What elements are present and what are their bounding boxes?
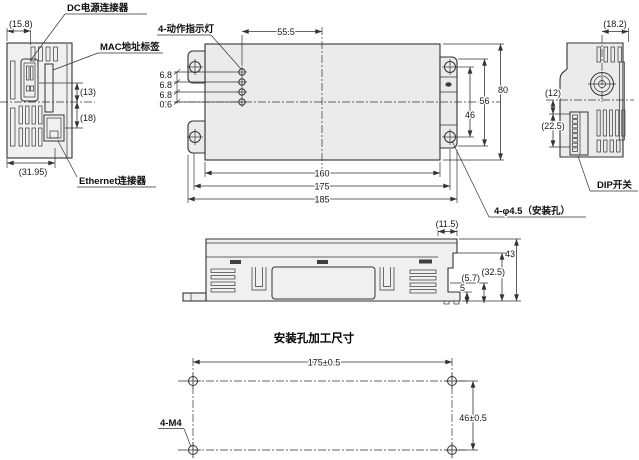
dim-18: (18) [80, 113, 96, 123]
right-view-flange-edge [619, 61, 625, 141]
bottom-view: (11.5) 43 (32.5) (5.7) 5 [182, 218, 521, 305]
right-view-top-vents [596, 46, 622, 63]
left-side-view: (15.8) (13) (18) (31.95) DC电源连接器 MAC地址标签… [0, 1, 163, 188]
dim-32-5: (32.5) [481, 267, 505, 277]
mac-label-label: MAC地址标签 [100, 41, 160, 53]
mounting-screw-bottom-right [442, 129, 458, 145]
mounting-screw-bottom-left [187, 129, 203, 145]
dim-13: (13) [80, 87, 96, 97]
dim-12: (12) [545, 88, 561, 98]
ethernet-connector [43, 114, 65, 142]
mounting-dimensions: 175±0.5 46±0.5 [192, 356, 488, 451]
mounting-hole-drawing: 安装孔加工尺寸 175±0.5 46±0.5 4-M4 [158, 331, 488, 458]
right-view-callouts: DIP开关 [577, 155, 638, 192]
mounting-hole-top-right [444, 373, 460, 389]
mounting-hole-top-left [185, 373, 201, 389]
front-view-callouts: 4-动作指示灯 4-φ4.5（安装孔） [157, 22, 586, 218]
mounting-hole-bottom-left [185, 442, 201, 458]
dip-switch-label: DIP开关 [597, 179, 632, 191]
dim-31-95: (31.95) [19, 167, 48, 177]
dim-160: 160 [314, 169, 329, 179]
dim-175-tol: 175±0.5 [308, 358, 340, 368]
bottom-slot-a [230, 260, 241, 264]
ethernet-connector-label: Ethernet连接器 [79, 175, 147, 187]
right-view-low-vents [596, 139, 621, 153]
front-led-pitch-dims: 6.8 6.8 6.8 0.6 [158, 69, 238, 111]
mac-address-label [44, 63, 54, 113]
dim-46-tol: 46±0.5 [459, 413, 486, 423]
dim-15-8: (15.8) [9, 19, 33, 29]
dim-22-5: (22.5) [541, 121, 565, 131]
right-view-dimensions: (18.2) (12) (22.5) [540, 18, 629, 148]
bottom-view-dimensions: (11.5) 43 (32.5) (5.7) 5 [434, 218, 521, 305]
dim-43: 43 [505, 249, 515, 259]
right-side-view: (18.2) (12) (22.5) DIP开关 [540, 18, 638, 192]
front-right-mounting-flange [439, 56, 458, 149]
mounting-hole-bottom-right [444, 442, 460, 458]
dc-connector-label: DC电源连接器 [67, 2, 129, 14]
dim-56: 56 [479, 96, 489, 106]
bottom-view-outline [205, 238, 461, 302]
bottom-view-clip-right [379, 267, 395, 291]
dim-11-5: (11.5) [436, 219, 459, 229]
mounting-callouts: 4-M4 [158, 417, 192, 448]
bottom-view-left-slats [210, 268, 236, 293]
dim-6-8-a: 6.8 [159, 70, 172, 80]
dim-175: 175 [314, 182, 329, 192]
dim-6-8-c: 6.8 [159, 90, 172, 100]
dim-18-2: (18.2) [603, 19, 627, 29]
bottom-slot-b [317, 260, 328, 264]
dim-55-5: 55.5 [277, 27, 295, 37]
front-height-dims: 46 56 80 [443, 43, 509, 161]
dim-5-7: (5.7) [461, 273, 480, 283]
left-view-dimensions: (15.8) (13) (18) (31.95) [6, 18, 97, 178]
left-view-outline [6, 42, 73, 159]
dim-0-6: 0.6 [159, 100, 172, 110]
dim-185: 185 [314, 195, 329, 205]
bottom-view-clip-left [251, 267, 267, 291]
indicator-led-label: 4-动作指示灯 [158, 23, 214, 35]
mounting-hole-callout-label: 4-φ4.5（安装孔） [494, 205, 570, 217]
right-view-mid-vents [596, 109, 626, 137]
bottom-view-left-foot [182, 292, 207, 302]
dim-6-8-b: 6.8 [159, 80, 172, 90]
small-port-oval [445, 82, 452, 87]
left-view-callouts: DC电源连接器 MAC地址标签 Ethernet连接器 [29, 1, 163, 188]
bottom-view-right-slats [409, 269, 437, 294]
dim-80: 80 [498, 85, 508, 95]
mounting-screw-top-right [442, 59, 458, 75]
operation-indicator-leds [237, 67, 247, 107]
front-view: 55.5 6.8 6.8 6.8 0.6 46 56 80 [157, 22, 586, 218]
dim-46: 46 [465, 110, 475, 120]
bottom-view-panel [271, 266, 376, 300]
left-view-side-slots [10, 60, 16, 147]
front-dim-55-5: 55.5 [241, 26, 323, 66]
front-width-dims: 160 175 185 [187, 149, 458, 206]
dim-5: 5 [460, 283, 465, 293]
screw-boss [588, 35, 616, 102]
mounting-drawing-title: 安装孔加工尺寸 [274, 331, 355, 345]
left-view-bottom-vents [18, 105, 43, 147]
m4-tap-label: 4-M4 [160, 418, 182, 429]
bottom-slot-c [419, 259, 432, 264]
dc-power-connector [20, 58, 39, 102]
dip-switch [569, 111, 589, 156]
